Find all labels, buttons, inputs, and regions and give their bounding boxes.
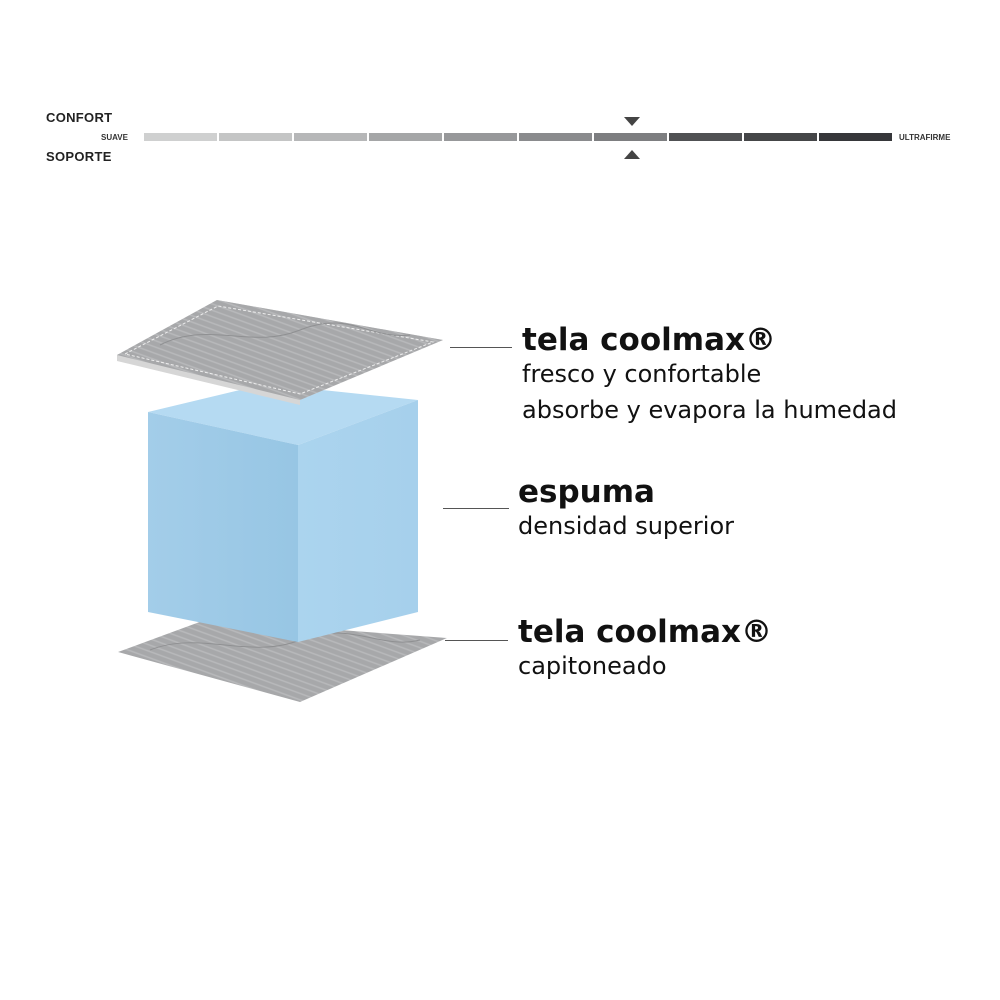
scale-segment — [444, 133, 517, 141]
confort-marker-icon — [623, 117, 640, 126]
layer-desc: densidad superior — [518, 512, 734, 540]
layer-desc: absorbe y evapora la humedad — [522, 396, 897, 424]
soporte-label: SOPORTE — [46, 149, 112, 164]
foam-block — [148, 384, 418, 642]
layer-desc: fresco y confortable — [522, 360, 762, 388]
layer-middle-text: espuma densidad superior — [518, 474, 734, 544]
layer-top-text: tela coolmax® fresco y confortable absor… — [522, 322, 897, 428]
leader-line-top — [450, 347, 512, 348]
soporte-marker-icon — [623, 150, 640, 159]
scale-segment — [369, 133, 442, 141]
scale-segment — [669, 133, 742, 141]
top-fabric-layer — [117, 300, 443, 405]
scale-segment — [744, 133, 817, 141]
layer-title: tela coolmax® — [518, 614, 772, 650]
layer-title: espuma — [518, 474, 655, 510]
layer-title: tela coolmax® — [522, 322, 776, 358]
scale-segment — [219, 133, 292, 141]
scale-segment — [144, 133, 217, 141]
scale-segment — [819, 133, 892, 141]
scale-segment — [294, 133, 367, 141]
confort-label: CONFORT — [46, 110, 113, 125]
ultrafirme-label: ULTRAFIRME — [899, 133, 951, 142]
layer-desc: capitoneado — [518, 652, 667, 680]
scale-segment — [594, 133, 667, 141]
suave-label: SUAVE — [101, 133, 128, 142]
layer-bottom-text: tela coolmax® capitoneado — [518, 614, 772, 684]
leader-line-middle — [443, 508, 509, 509]
leader-line-bottom — [445, 640, 508, 641]
scale-segment — [519, 133, 592, 141]
